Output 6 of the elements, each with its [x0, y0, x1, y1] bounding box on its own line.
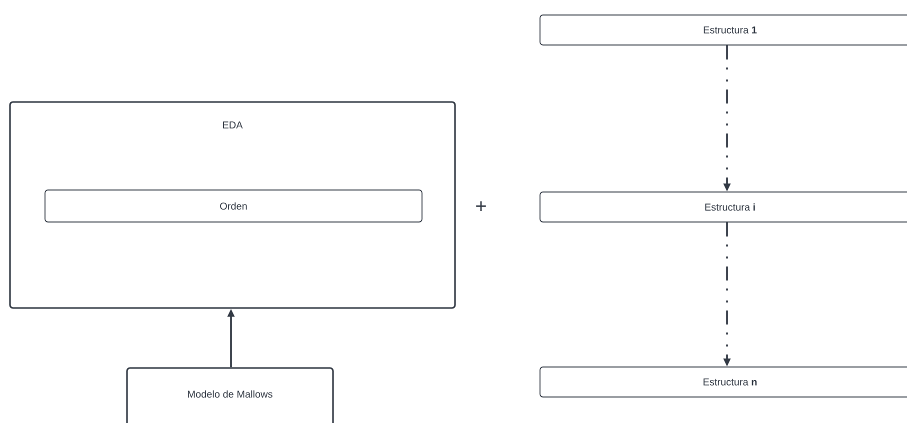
process-box: Modelo de Mallows	[126, 367, 334, 423]
process-box: Estructura n	[540, 366, 907, 398]
process-box: Orden	[44, 190, 422, 222]
process-box: Estructura 1	[540, 14, 907, 46]
plus-sign: +	[476, 201, 486, 211]
process-box: Estructura i	[540, 192, 907, 222]
